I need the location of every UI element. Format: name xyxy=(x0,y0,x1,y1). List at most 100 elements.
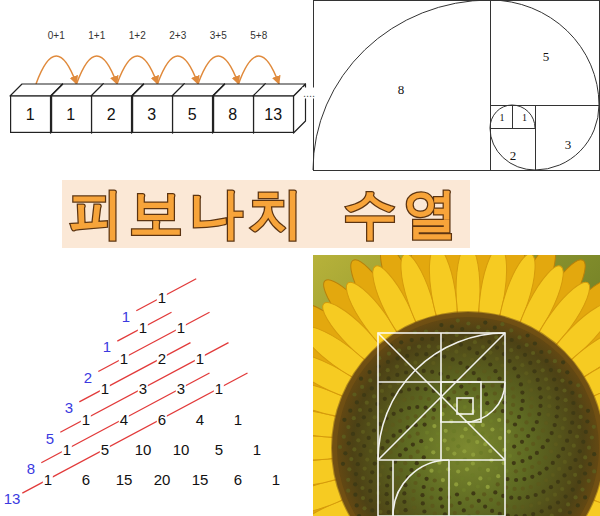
seed xyxy=(475,351,479,355)
seed xyxy=(561,447,565,451)
seed xyxy=(409,468,413,472)
seed xyxy=(398,453,402,457)
seed xyxy=(528,413,532,417)
seed xyxy=(342,418,346,422)
seed xyxy=(524,371,528,375)
seed xyxy=(413,361,417,365)
seed xyxy=(563,460,567,464)
seed xyxy=(543,456,547,460)
seed xyxy=(520,391,524,395)
seed xyxy=(465,467,469,471)
seed xyxy=(424,446,428,450)
seed xyxy=(561,426,565,430)
pascal-number: 2 xyxy=(157,350,167,365)
seed xyxy=(531,351,535,355)
seed xyxy=(454,350,458,354)
seed xyxy=(347,467,351,471)
number-box: 13 xyxy=(253,84,306,133)
seed xyxy=(414,514,418,516)
seed xyxy=(516,374,520,378)
sum-arrow xyxy=(77,56,118,84)
seed xyxy=(351,432,355,436)
seed xyxy=(509,411,513,415)
seed xyxy=(354,472,358,476)
seed xyxy=(581,440,585,444)
seed xyxy=(360,385,364,389)
seed xyxy=(498,376,502,380)
seed xyxy=(512,445,516,449)
seed xyxy=(568,466,572,470)
pascal-number: 1 xyxy=(43,472,53,487)
seed xyxy=(386,360,390,364)
seed xyxy=(381,465,385,469)
seed xyxy=(421,501,425,505)
seed xyxy=(498,436,502,440)
seed xyxy=(539,395,543,399)
pascal-number: 10 xyxy=(134,442,153,457)
seed xyxy=(452,452,456,456)
pascal-number: 3 xyxy=(138,381,148,396)
seed xyxy=(478,476,482,480)
diagonal-line xyxy=(136,279,196,311)
seed xyxy=(577,480,581,484)
continuation-dots: .... xyxy=(302,88,316,99)
seed xyxy=(403,461,407,465)
seed xyxy=(546,413,550,417)
seed xyxy=(456,319,460,323)
seed xyxy=(530,396,534,400)
seed xyxy=(476,510,480,514)
square-number: 8 xyxy=(397,83,406,96)
seed xyxy=(446,447,450,451)
seed xyxy=(545,467,549,471)
seed xyxy=(420,337,424,341)
seed xyxy=(551,473,555,477)
seed xyxy=(514,469,518,473)
seed xyxy=(380,446,384,450)
square-number: 2 xyxy=(509,149,518,162)
pascal-number: 1 xyxy=(271,472,281,487)
seed xyxy=(409,455,413,459)
seed xyxy=(442,355,446,359)
seed xyxy=(432,408,436,412)
seed xyxy=(529,485,533,489)
seed xyxy=(517,415,521,419)
seed xyxy=(385,492,389,496)
seed xyxy=(387,475,391,479)
pascal-number: 1 xyxy=(119,350,129,365)
pascal-number: 1 xyxy=(252,442,262,457)
seed xyxy=(563,417,567,421)
seed xyxy=(524,420,528,424)
box-number: 5 xyxy=(188,107,197,123)
seed xyxy=(525,343,529,347)
seed xyxy=(526,333,530,337)
seed xyxy=(566,502,570,506)
seed xyxy=(570,391,574,395)
seed xyxy=(550,513,554,516)
seed xyxy=(386,368,390,372)
overlay-spiral xyxy=(378,333,505,516)
seed xyxy=(558,434,562,438)
pascal-number: 1 xyxy=(81,411,91,426)
seed xyxy=(452,429,456,433)
seed xyxy=(522,468,526,472)
seed xyxy=(443,404,447,408)
seed xyxy=(370,386,374,390)
seed xyxy=(420,493,424,497)
seed xyxy=(510,338,514,342)
seed xyxy=(424,387,428,391)
edge-label: 5+8 xyxy=(249,31,268,41)
seed xyxy=(372,394,376,398)
seed xyxy=(440,505,444,509)
seed xyxy=(537,436,541,440)
seed xyxy=(338,445,342,449)
seed xyxy=(489,419,493,423)
box-front xyxy=(213,96,253,132)
seed xyxy=(358,453,362,457)
seed xyxy=(395,510,399,514)
seed xyxy=(352,447,356,451)
seed xyxy=(539,350,543,354)
seed xyxy=(579,404,583,408)
seed xyxy=(496,502,500,506)
seed xyxy=(446,375,450,379)
